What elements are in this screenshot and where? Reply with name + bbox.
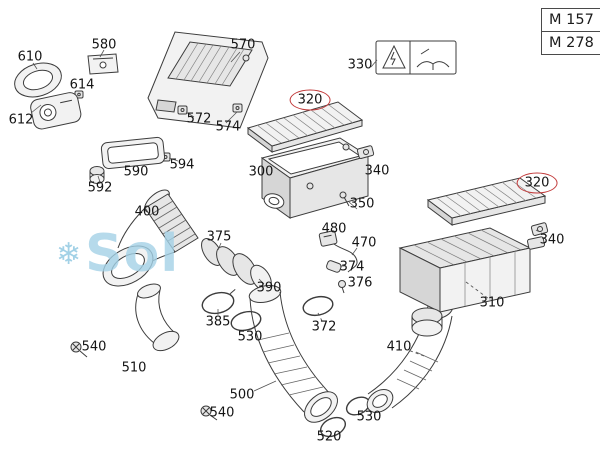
part-label-590: 590 (123, 164, 149, 180)
part-label-320-highlighted: 320 (516, 172, 558, 194)
part-label-520: 520 (316, 429, 342, 445)
part-label-480: 480 (321, 221, 347, 237)
part-label-470: 470 (351, 235, 377, 251)
part-label-570: 570 (230, 37, 256, 53)
part-label-540: 540 (209, 405, 235, 421)
part-label-580: 580 (91, 37, 117, 53)
part-label-594: 594 (169, 157, 195, 173)
part-label-390: 390 (256, 280, 282, 296)
part-label-330: 330 (347, 57, 373, 73)
hose-510 (135, 283, 180, 352)
lightning-warning-icon (382, 44, 406, 69)
part-label-530: 530 (237, 329, 263, 345)
screw-540-right (200, 405, 218, 421)
air-filter-housing-300 (260, 137, 370, 219)
intake-duct-400 (102, 189, 199, 287)
part-label-410: 410 (386, 339, 412, 355)
part-label-400: 400 (134, 204, 160, 220)
part-label-500: 500 (229, 387, 255, 403)
bolt-376 (338, 280, 346, 294)
clamp-ring-372 (302, 295, 334, 317)
part-label-610: 610 (17, 49, 43, 65)
part-label-350: 350 (349, 196, 375, 212)
grommet-592 (89, 166, 105, 184)
part-label-340: 340 (364, 163, 390, 179)
part-label-372: 372 (311, 319, 337, 335)
air-filter-left-320 (246, 101, 364, 153)
sensor-374 (326, 260, 342, 273)
part-label-592: 592 (87, 180, 113, 196)
charge-duct-500 (248, 284, 338, 423)
warning-label-330 (375, 40, 457, 75)
part-label-376: 376 (347, 275, 373, 291)
engine-code-m278: M 278 (549, 35, 594, 51)
engine-code-box: M 157 M 278 (541, 8, 600, 55)
engine-cover-570 (147, 31, 269, 129)
part-label-300: 300 (248, 164, 274, 180)
part-label-574: 574 (215, 119, 241, 135)
part-label-310: 310 (479, 295, 505, 311)
engine-code-m157: M 157 (542, 9, 600, 32)
part-label-510: 510 (121, 360, 147, 376)
clip-572 (177, 105, 188, 115)
clamp-ring-520 (319, 416, 347, 438)
connector-480 (318, 230, 338, 247)
clamp-340-right (530, 222, 549, 236)
part-label-572: 572 (186, 111, 212, 127)
clamp-ring-385 (201, 289, 236, 315)
part-label-320-highlighted: 320 (289, 89, 331, 111)
part-label-612: 612 (8, 112, 34, 128)
part-label-385: 385 (205, 314, 231, 330)
cover-612 (30, 92, 82, 130)
air-filter-right-320 (426, 177, 547, 226)
screw-540-left (70, 341, 88, 358)
part-label-340: 340 (539, 232, 565, 248)
bracket-580 (87, 53, 119, 75)
air-filter-housing-310 (398, 227, 545, 337)
part-label-375: 375 (206, 229, 232, 245)
manual-book-icon (416, 48, 450, 70)
wire-470 (333, 243, 358, 273)
clip-574 (232, 103, 243, 113)
part-label-614: 614 (69, 77, 95, 93)
leader-lines (30, 49, 548, 392)
clamp-340-left (356, 145, 375, 159)
trim-panel-590 (100, 136, 166, 170)
clamp-ring-530-left (230, 310, 262, 332)
part-label-530: 530 (356, 409, 382, 425)
part-label-540: 540 (81, 339, 107, 355)
oval-cover-610 (14, 62, 62, 98)
bolt-350 (339, 191, 350, 207)
part-label-374: 374 (339, 259, 365, 275)
